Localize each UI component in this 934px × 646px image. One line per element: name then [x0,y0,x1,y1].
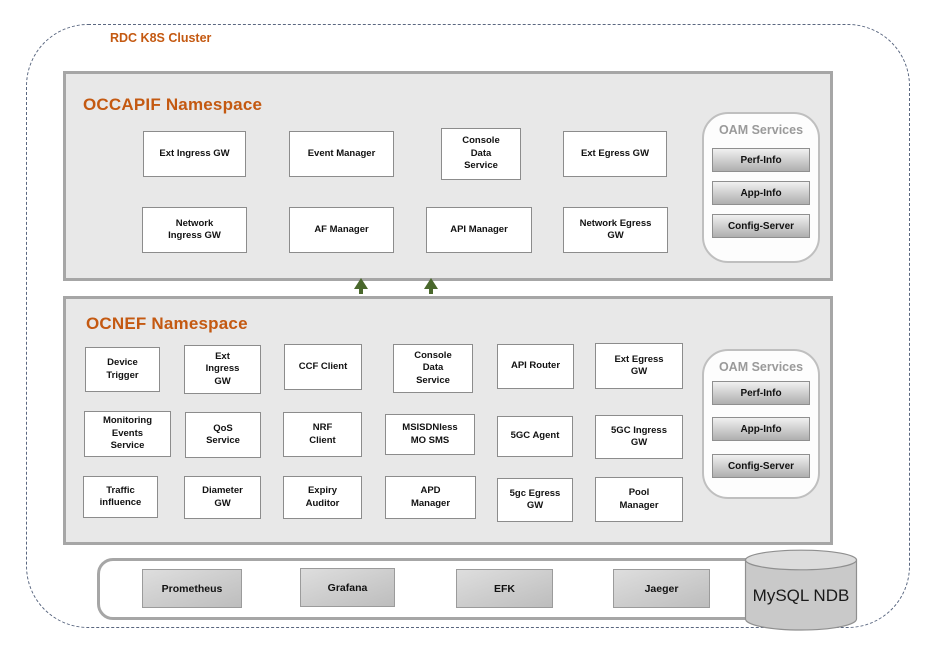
efk-button: EFK [456,569,553,608]
occapif-config-server-button: Config-Server [712,214,810,238]
occapif-namespace-title: OCCAPIF Namespace [83,95,263,114]
ocnef-namespace: OCNEF Namespace Device Trigger Ext Ingre… [63,296,833,545]
service-box-ext-egress-gw: Ext Egress GW [595,343,683,389]
rdc-k8s-cluster-boundary [26,24,910,628]
service-box-console-data-service: Console Data Service [441,128,521,180]
service-box-ext-ingress-gw: Ext Ingress GW [143,131,246,177]
service-box-network-ingress-gw: Network Ingress GW [142,207,247,253]
ocnef-app-info-button: App-Info [712,417,810,441]
service-box-device-trigger: Device Trigger [85,347,160,392]
occapif-oam-services-panel: OAM Services Perf-Info App-Info Config-S… [702,112,820,263]
service-box-msisdnless-mo-sms: MSISDNless MO SMS [385,414,475,455]
service-box-ext-egress-gw: Ext Egress GW [563,131,667,177]
service-box-event-manager: Event Manager [289,131,394,177]
service-box-5gc-ingress-gw: 5GC Ingress GW [595,415,683,459]
service-box-qos-service: QoS Service [185,412,261,458]
service-box-api-manager: API Manager [426,207,532,253]
service-box-5gc-egress-gw: 5gc Egress GW [497,478,573,522]
service-box-ccf-client: CCF Client [284,344,362,390]
occapif-perf-info-button: Perf-Info [712,148,810,172]
service-box-pool-manager: Pool Manager [595,477,683,522]
service-box-network-egress-gw: Network Egress GW [563,207,668,253]
ocnef-oam-services-panel: OAM Services Perf-Info App-Info Config-S… [702,349,820,499]
service-box-diameter-gw: Diameter GW [184,476,261,519]
service-box-nrf-client: NRF Client [283,412,362,457]
mysql-ndb-label: MySQL NDB [753,586,850,605]
service-box-af-manager: AF Manager [289,207,394,253]
ocnef-oam-services-title: OAM Services [718,360,804,374]
ocnef-namespace-title: OCNEF Namespace [86,314,248,333]
prometheus-button: Prometheus [142,569,242,608]
service-box-5gc-agent: 5GC Agent [497,416,573,457]
jaeger-button: Jaeger [613,569,710,608]
service-box-expiry-auditor: Expiry Auditor [283,476,362,519]
ocnef-config-server-button: Config-Server [712,454,810,478]
mysql-ndb-database-icon: MySQL NDB [744,549,858,631]
occapif-oam-services-title: OAM Services [718,123,804,137]
grafana-button: Grafana [300,568,395,607]
service-box-console-data-service: Console Data Service [393,344,473,393]
occapif-namespace: OCCAPIF Namespace Ext Ingress GW Event M… [63,71,833,281]
cluster-title: RDC K8S Cluster [110,31,212,45]
infra-services-bar: Prometheus Grafana EFK Jaeger [97,558,845,620]
service-box-monitoring-events-service: Monitoring Events Service [84,411,171,457]
occapif-app-info-button: App-Info [712,181,810,205]
service-box-traffic-influence: Traffic influence [83,476,158,518]
service-box-ext-ingress-gw: Ext Ingress GW [184,345,261,394]
service-box-apd-manager: APD Manager [385,476,476,519]
service-box-api-router: API Router [497,344,574,389]
ocnef-perf-info-button: Perf-Info [712,381,810,405]
